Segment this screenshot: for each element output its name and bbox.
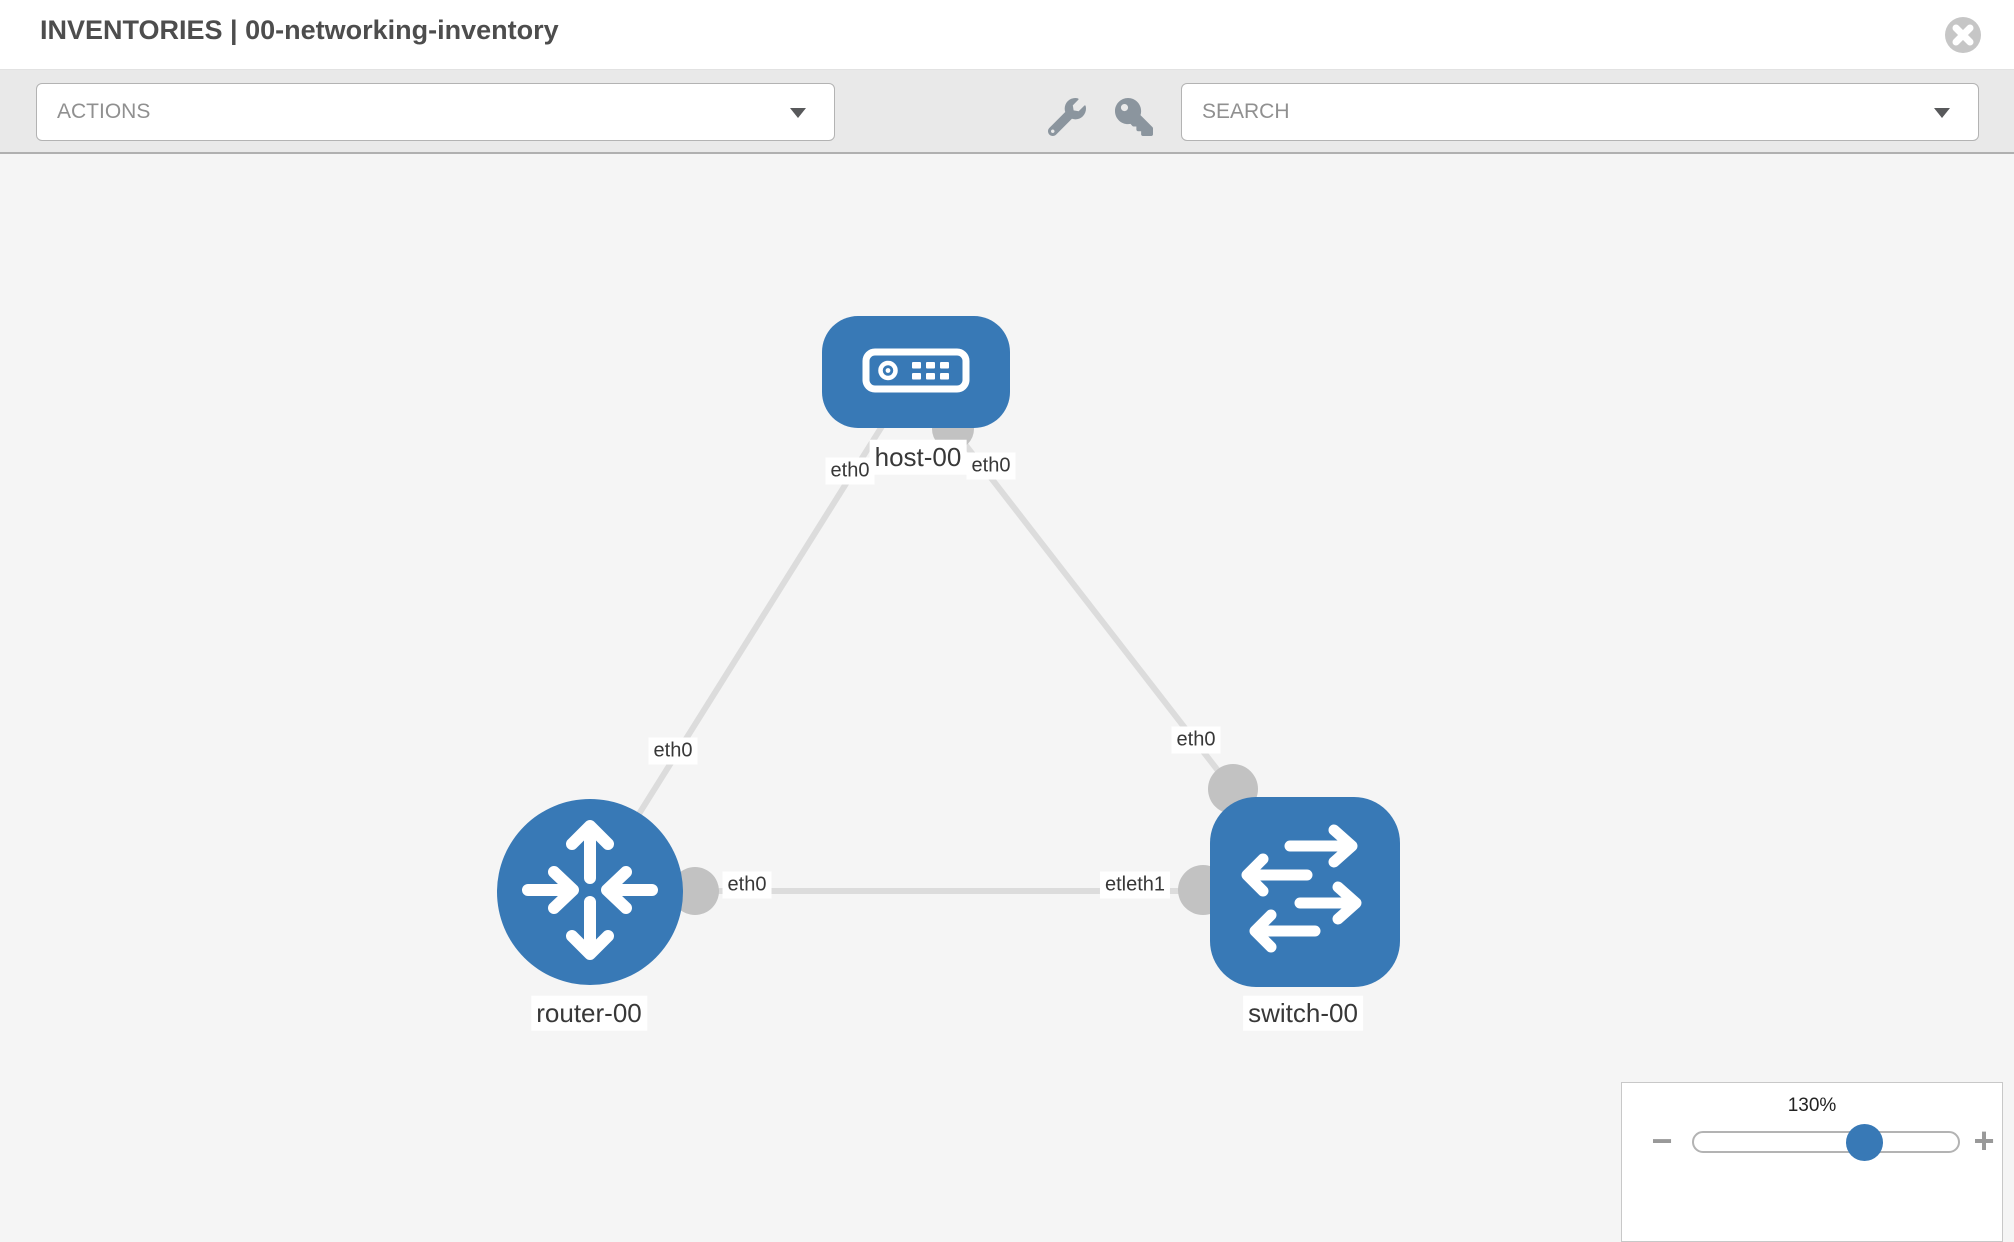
- key-button[interactable]: [1115, 98, 1153, 136]
- node-host-00[interactable]: [822, 316, 1010, 428]
- topology-canvas[interactable]: [0, 156, 2014, 1200]
- close-button[interactable]: [1944, 16, 1982, 54]
- key-icon: [1115, 98, 1153, 139]
- interface-label: eth0: [825, 457, 875, 485]
- zoom-in-button[interactable]: +: [1962, 1119, 2006, 1163]
- server-icon: [860, 335, 972, 410]
- page-title: INVENTORIES | 00-networking-inventory: [40, 15, 559, 45]
- zoom-slider-track[interactable]: [1692, 1131, 1960, 1153]
- switch-arrows-icon: [1210, 795, 1400, 990]
- interface-label: eth0: [1171, 726, 1221, 754]
- close-icon: [1944, 17, 1982, 57]
- node-router-00[interactable]: [497, 799, 683, 985]
- node-switch-00[interactable]: [1210, 797, 1400, 987]
- router-arrows-icon: [497, 797, 683, 988]
- chevron-down-icon: [1934, 108, 1950, 118]
- search-dropdown[interactable]: SEARCH: [1181, 83, 1979, 141]
- node-label-host-00: host-00: [869, 439, 967, 475]
- toolbar: ACTIONS SEARCH: [0, 70, 2014, 154]
- zoom-slider-thumb[interactable]: [1846, 1124, 1883, 1161]
- actions-dropdown[interactable]: ACTIONS: [36, 83, 835, 141]
- search-dropdown-label: SEARCH: [1202, 100, 1290, 123]
- panel-header: INVENTORIES | 00-networking-inventory: [0, 0, 2014, 70]
- node-label-switch-00: switch-00: [1243, 995, 1363, 1031]
- interface-label: etleth1: [1099, 871, 1171, 899]
- wrench-icon: [1047, 98, 1086, 139]
- zoom-level-value: 130%: [1787, 1095, 1837, 1116]
- interface-label: eth0: [648, 737, 698, 765]
- interface-label: eth0: [966, 452, 1016, 480]
- interface-label: eth0: [722, 871, 772, 899]
- chevron-down-icon: [790, 108, 806, 118]
- wrench-button[interactable]: [1047, 98, 1086, 139]
- zoom-out-button[interactable]: −: [1640, 1119, 1684, 1163]
- node-label-router-00: router-00: [531, 995, 647, 1031]
- zoom-panel: 130% − +: [1621, 1082, 2003, 1242]
- actions-dropdown-label: ACTIONS: [57, 100, 151, 123]
